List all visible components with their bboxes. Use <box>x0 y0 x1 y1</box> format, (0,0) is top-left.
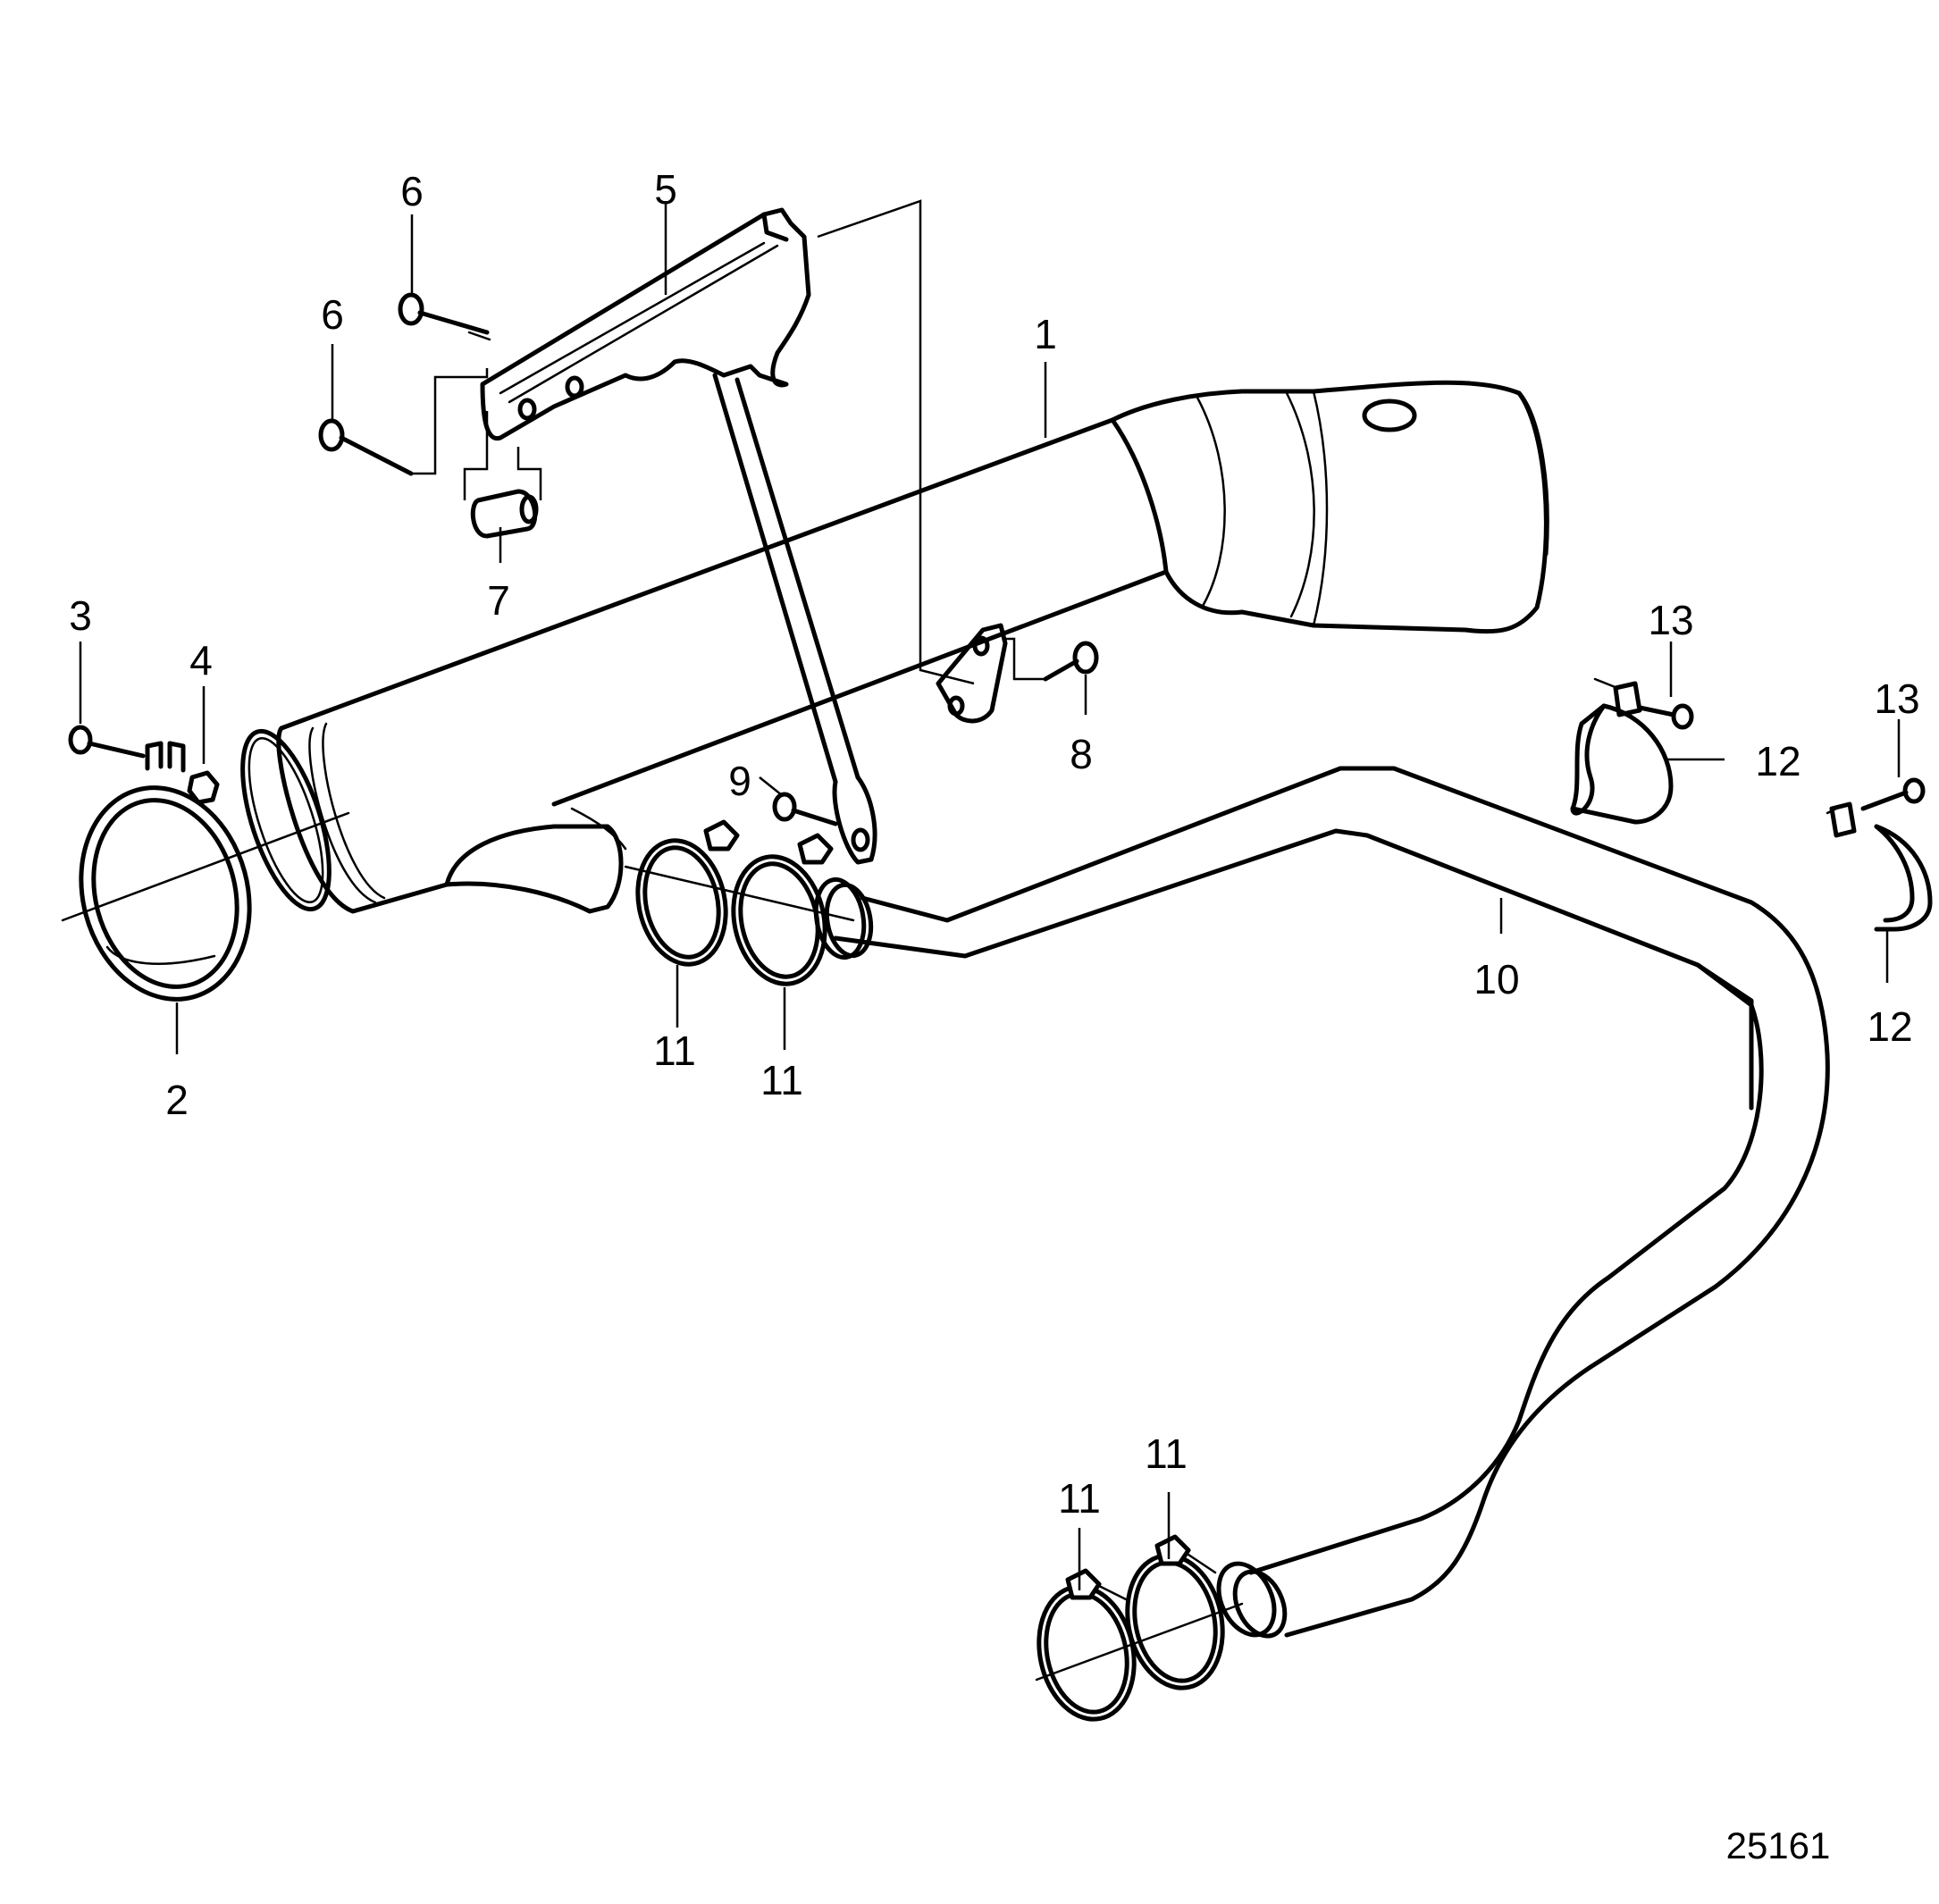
callout-1: 1 <box>1034 311 1057 357</box>
callout-11-a: 11 <box>653 1027 696 1074</box>
callout-9: 9 <box>728 758 751 804</box>
callout-12-lower: 12 <box>1867 1003 1912 1050</box>
callout-5: 5 <box>654 166 677 213</box>
callout-13-upper: 13 <box>1648 597 1693 643</box>
part-6-bolt-lower <box>318 418 414 476</box>
callout-11-d: 11 <box>1145 1430 1188 1477</box>
part-3-bolt <box>68 725 146 759</box>
part-13-screw-upper <box>1637 703 1694 730</box>
part-13-screw-lower <box>1860 777 1926 811</box>
leader-6-lower-path <box>411 368 489 475</box>
part-11-hose-clamp-b <box>731 833 834 986</box>
callout-11-c: 11 <box>1058 1475 1101 1522</box>
part-7-spacer <box>463 411 542 539</box>
callout-8: 8 <box>1070 731 1093 777</box>
part-5-support-bracket <box>480 199 1008 865</box>
callout-2: 2 <box>165 1077 189 1123</box>
callout-6-lower: 6 <box>321 291 344 338</box>
callout-3: 3 <box>69 592 92 639</box>
part-12-hose-bracket-lower <box>1829 801 1933 932</box>
part-8-bolt <box>1005 637 1099 682</box>
part-9-bolt <box>772 792 838 826</box>
callout-7: 7 <box>487 577 510 624</box>
part-1-exhaust-pipe <box>240 380 1549 914</box>
part-12-hose-bracket-upper <box>1570 681 1674 825</box>
part-10-hose <box>813 766 1830 1639</box>
callout-13-lower: 13 <box>1874 675 1919 722</box>
part-11-hose-clamp-a <box>635 819 740 967</box>
callout-10: 10 <box>1473 956 1519 1002</box>
callout-12-upper: 12 <box>1755 738 1800 784</box>
callout-4: 4 <box>189 637 213 684</box>
callout-11-b: 11 <box>760 1057 803 1103</box>
part-6-bolt-upper <box>398 292 491 341</box>
figure-number: 25161 <box>1726 1824 1831 1866</box>
part-2-clamp-band <box>79 741 252 1002</box>
alignment-lines <box>61 677 1838 1682</box>
callout-labels: 1 2 3 4 5 6 6 7 8 9 10 11 11 11 11 12 12… <box>69 166 1919 1866</box>
callout-6-upper: 6 <box>400 168 424 214</box>
part-4-nut <box>187 770 220 805</box>
leader-lines <box>79 201 1901 1590</box>
